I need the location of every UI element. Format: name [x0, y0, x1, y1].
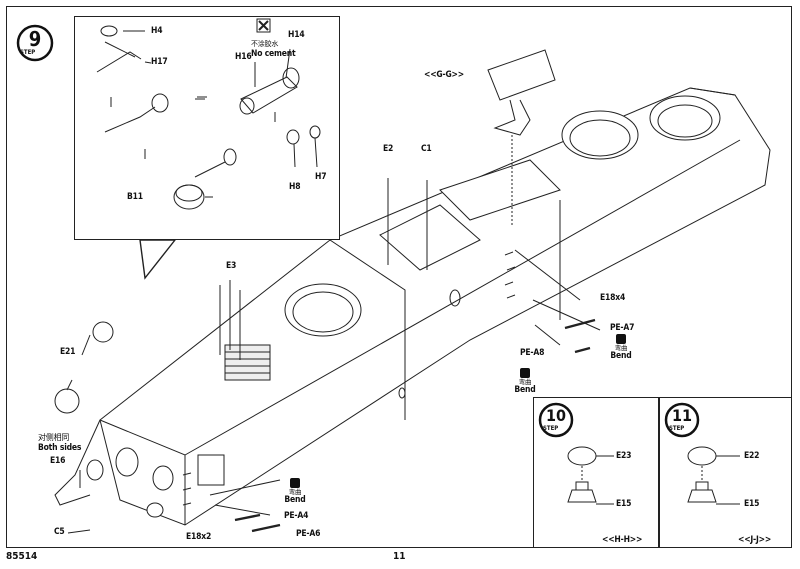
part-e3: E3 [226, 261, 237, 271]
bend-note-2: 弯曲 Bend [510, 368, 540, 394]
bend-icon [520, 368, 530, 378]
bend-icon [290, 478, 300, 488]
bend-cn: 弯曲 [614, 344, 628, 352]
part-pe-a8: PE-A8 [520, 348, 545, 358]
model-number: 85514 [6, 551, 38, 562]
both-sides-en: Both sides [38, 443, 82, 453]
bend-en: Bend [284, 494, 306, 505]
step-10-word: STEP [543, 425, 559, 432]
step-9-number: 9 [28, 27, 42, 51]
bend-note-3: 弯曲 Bend [280, 478, 310, 504]
part-h14: H14 [288, 30, 305, 40]
part-b11: B11 [127, 192, 143, 202]
inset-drawing [96, 18, 321, 210]
part-e18x4: E18x4 [600, 293, 626, 303]
step-9-word: STEP [20, 49, 36, 56]
part-pe-a6: PE-A6 [296, 529, 321, 539]
detail-inset-box: H4 H17 H16 H14 不涂胶水 No cement H8 H7 B11 [74, 16, 340, 240]
part-c1: C1 [421, 144, 432, 154]
part-e16: E16 [50, 456, 66, 466]
part-h17: H17 [151, 57, 168, 67]
part-c5: C5 [54, 527, 65, 537]
part-h4: H4 [151, 26, 163, 36]
part-e21: E21 [60, 347, 76, 357]
step-9-badge: 9 STEP [16, 24, 54, 62]
part-h16: H16 [235, 52, 252, 62]
bend-en: Bend [514, 384, 536, 395]
part-e18x2: E18x2 [186, 532, 212, 542]
part-h7: H7 [315, 172, 327, 182]
view-hh: <<H-H>> [602, 535, 643, 545]
part-pe-a7: PE-A7 [610, 323, 635, 333]
step-10-drawing [567, 446, 614, 505]
page-frame [6, 6, 792, 548]
bend-note-1: 弯曲 Bend [606, 334, 636, 360]
part-e2: E2 [383, 144, 394, 154]
step-11-badge: 11 STEP [664, 402, 700, 438]
step-11-number: 11 [671, 406, 693, 425]
both-sides-cn: 对侧相同 [38, 433, 70, 442]
step-10-number: 10 [545, 406, 567, 425]
bend-icon [616, 334, 626, 344]
no-cement-cn: 不涂胶水 [251, 40, 279, 48]
bend-cn: 弯曲 [288, 488, 302, 496]
view-jj: <<J-J>> [738, 535, 772, 545]
bend-cn: 弯曲 [518, 378, 532, 386]
bend-en: Bend [610, 350, 632, 361]
step-11-panel: E22 E15 <<J-J>> [659, 397, 792, 548]
part-e15: E15 [616, 499, 632, 509]
part-e22: E22 [744, 451, 760, 461]
view-gg: <<G-G>> [424, 70, 464, 80]
page-number: 11 [393, 551, 406, 562]
part-e23: E23 [616, 451, 632, 461]
no-cement-en: No cement [251, 49, 296, 59]
part-pe-a4: PE-A4 [284, 511, 309, 521]
part-h8: H8 [289, 182, 301, 192]
step-10-badge: 10 STEP [538, 402, 574, 438]
step-11-word: STEP [669, 425, 685, 432]
part-e15: E15 [744, 499, 760, 509]
step-11-drawing [687, 446, 740, 505]
